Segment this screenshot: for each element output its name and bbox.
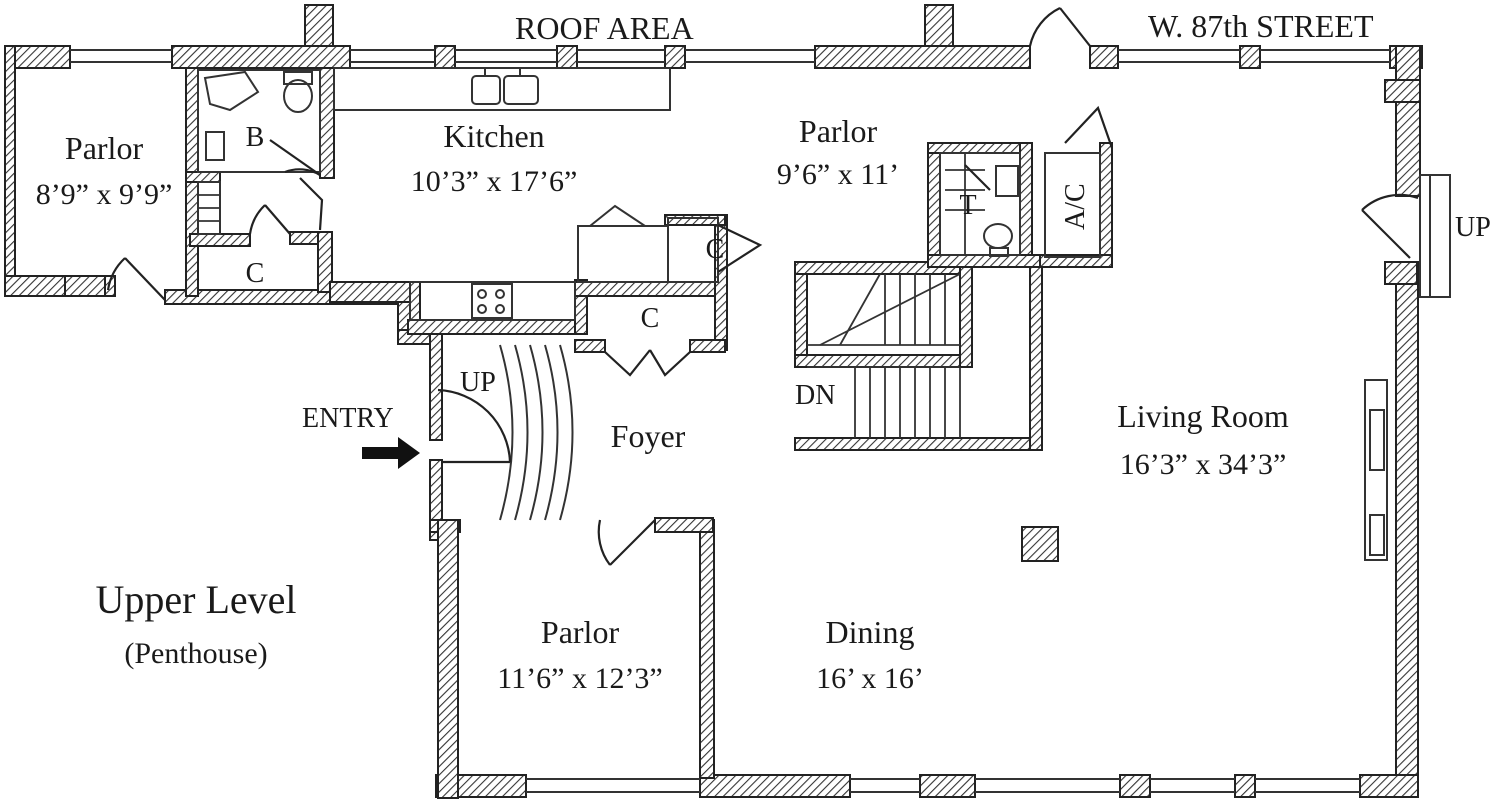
foyer-label: Foyer bbox=[610, 418, 686, 454]
entry-arrow-icon bbox=[362, 437, 420, 469]
south-parlor-name: Parlor bbox=[540, 614, 620, 650]
windows bbox=[70, 49, 1390, 793]
curved-entry-stairs bbox=[499, 344, 574, 521]
closet-2-label: C bbox=[705, 234, 725, 265]
up-east-label: UP bbox=[1455, 212, 1491, 243]
kitchen-dims: 10’3” x 17’6” bbox=[410, 165, 578, 198]
living-room-dims: 16’3” x 34’3” bbox=[1119, 448, 1287, 481]
kitchen-name: Kitchen bbox=[443, 118, 545, 154]
west-parlor-name: Parlor bbox=[64, 130, 144, 166]
closet-3-label: C bbox=[640, 303, 660, 334]
ac-label: A/C bbox=[1060, 183, 1091, 230]
north-parlor-dims: 9’6” x 11’ bbox=[776, 158, 900, 191]
dining-dims: 16’ x 16’ bbox=[816, 662, 924, 695]
entry-label: ENTRY bbox=[302, 403, 394, 434]
staircase-down bbox=[198, 153, 985, 438]
south-parlor-dims: 11’6” x 12’3” bbox=[497, 662, 663, 695]
toilet-label: T bbox=[959, 190, 977, 221]
level-subtitle: (Penthouse) bbox=[124, 637, 268, 670]
dining-name: Dining bbox=[825, 614, 915, 650]
door-swings bbox=[106, 7, 1419, 566]
up-entry-label: UP bbox=[460, 367, 496, 398]
closet-1-label: C bbox=[245, 258, 265, 289]
north-parlor-name: Parlor bbox=[798, 113, 878, 149]
street-label: W. 87th STREET bbox=[1148, 8, 1374, 44]
dn-label: DN bbox=[795, 380, 836, 411]
west-parlor-dims: 8’9” x 9’9” bbox=[35, 178, 173, 211]
bath-label: B bbox=[245, 122, 265, 153]
level-title: Upper Level bbox=[95, 577, 297, 622]
living-room-name: Living Room bbox=[1117, 398, 1289, 434]
roof-area-label: ROOF AREA bbox=[515, 10, 694, 46]
